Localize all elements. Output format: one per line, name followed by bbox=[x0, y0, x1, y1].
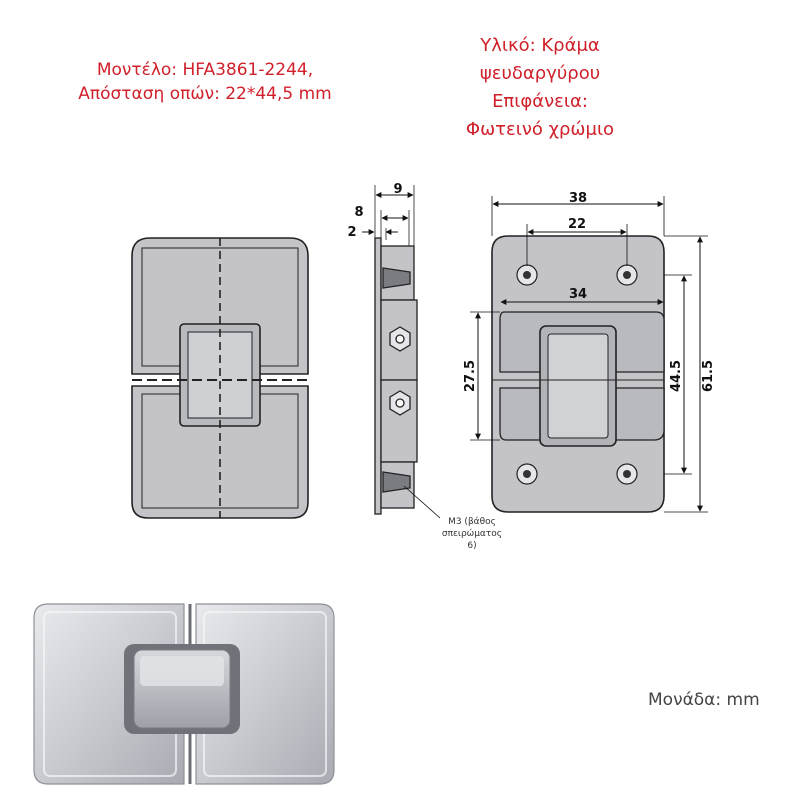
surface-name-line: Φωτεινό χρώμιο bbox=[465, 119, 615, 140]
dim-34: 34 bbox=[569, 287, 587, 302]
side-view bbox=[374, 185, 418, 515]
right-front-view bbox=[491, 235, 665, 513]
dim-38: 38 bbox=[569, 191, 587, 206]
dim-22: 22 bbox=[568, 217, 586, 232]
material-info: Υλικό: Κράμα ψευδαργύρου Επιφάνεια: Φωτε… bbox=[430, 32, 650, 144]
dim-9: 9 bbox=[393, 182, 402, 197]
dim-44-5: 44.5 bbox=[669, 360, 684, 392]
dim-27-5: 27.5 bbox=[463, 360, 478, 392]
model-line: Μοντέλο: HFA3861-2244, bbox=[96, 60, 314, 80]
material-line: Υλικό: Κράμα bbox=[480, 35, 600, 56]
surface-line: Επιφάνεια: bbox=[492, 91, 588, 112]
m3-note-line: σπειρώματος bbox=[441, 529, 503, 539]
left-front-view bbox=[131, 237, 309, 519]
m3-note-line: 6) bbox=[467, 541, 477, 551]
m3-note-line: M3 (βάθος bbox=[448, 517, 496, 527]
product-photo bbox=[33, 603, 335, 785]
front-dimensions bbox=[470, 196, 708, 513]
unit-label: Μονάδα: mm bbox=[648, 690, 760, 710]
hole-distance-line: Απόσταση οπών: 22*44,5 mm bbox=[78, 84, 332, 104]
material-name-line: ψευδαργύρου bbox=[479, 63, 601, 84]
side-dimensions bbox=[362, 192, 441, 519]
dim-61-5: 61.5 bbox=[701, 360, 716, 392]
m3-thread-note: M3 (βάθος σπειρώματος 6) bbox=[432, 516, 512, 552]
model-info: Μοντέλο: HFA3861-2244, Απόσταση οπών: 22… bbox=[40, 58, 370, 106]
dim-2: 2 bbox=[347, 225, 356, 240]
dim-8: 8 bbox=[354, 205, 363, 220]
